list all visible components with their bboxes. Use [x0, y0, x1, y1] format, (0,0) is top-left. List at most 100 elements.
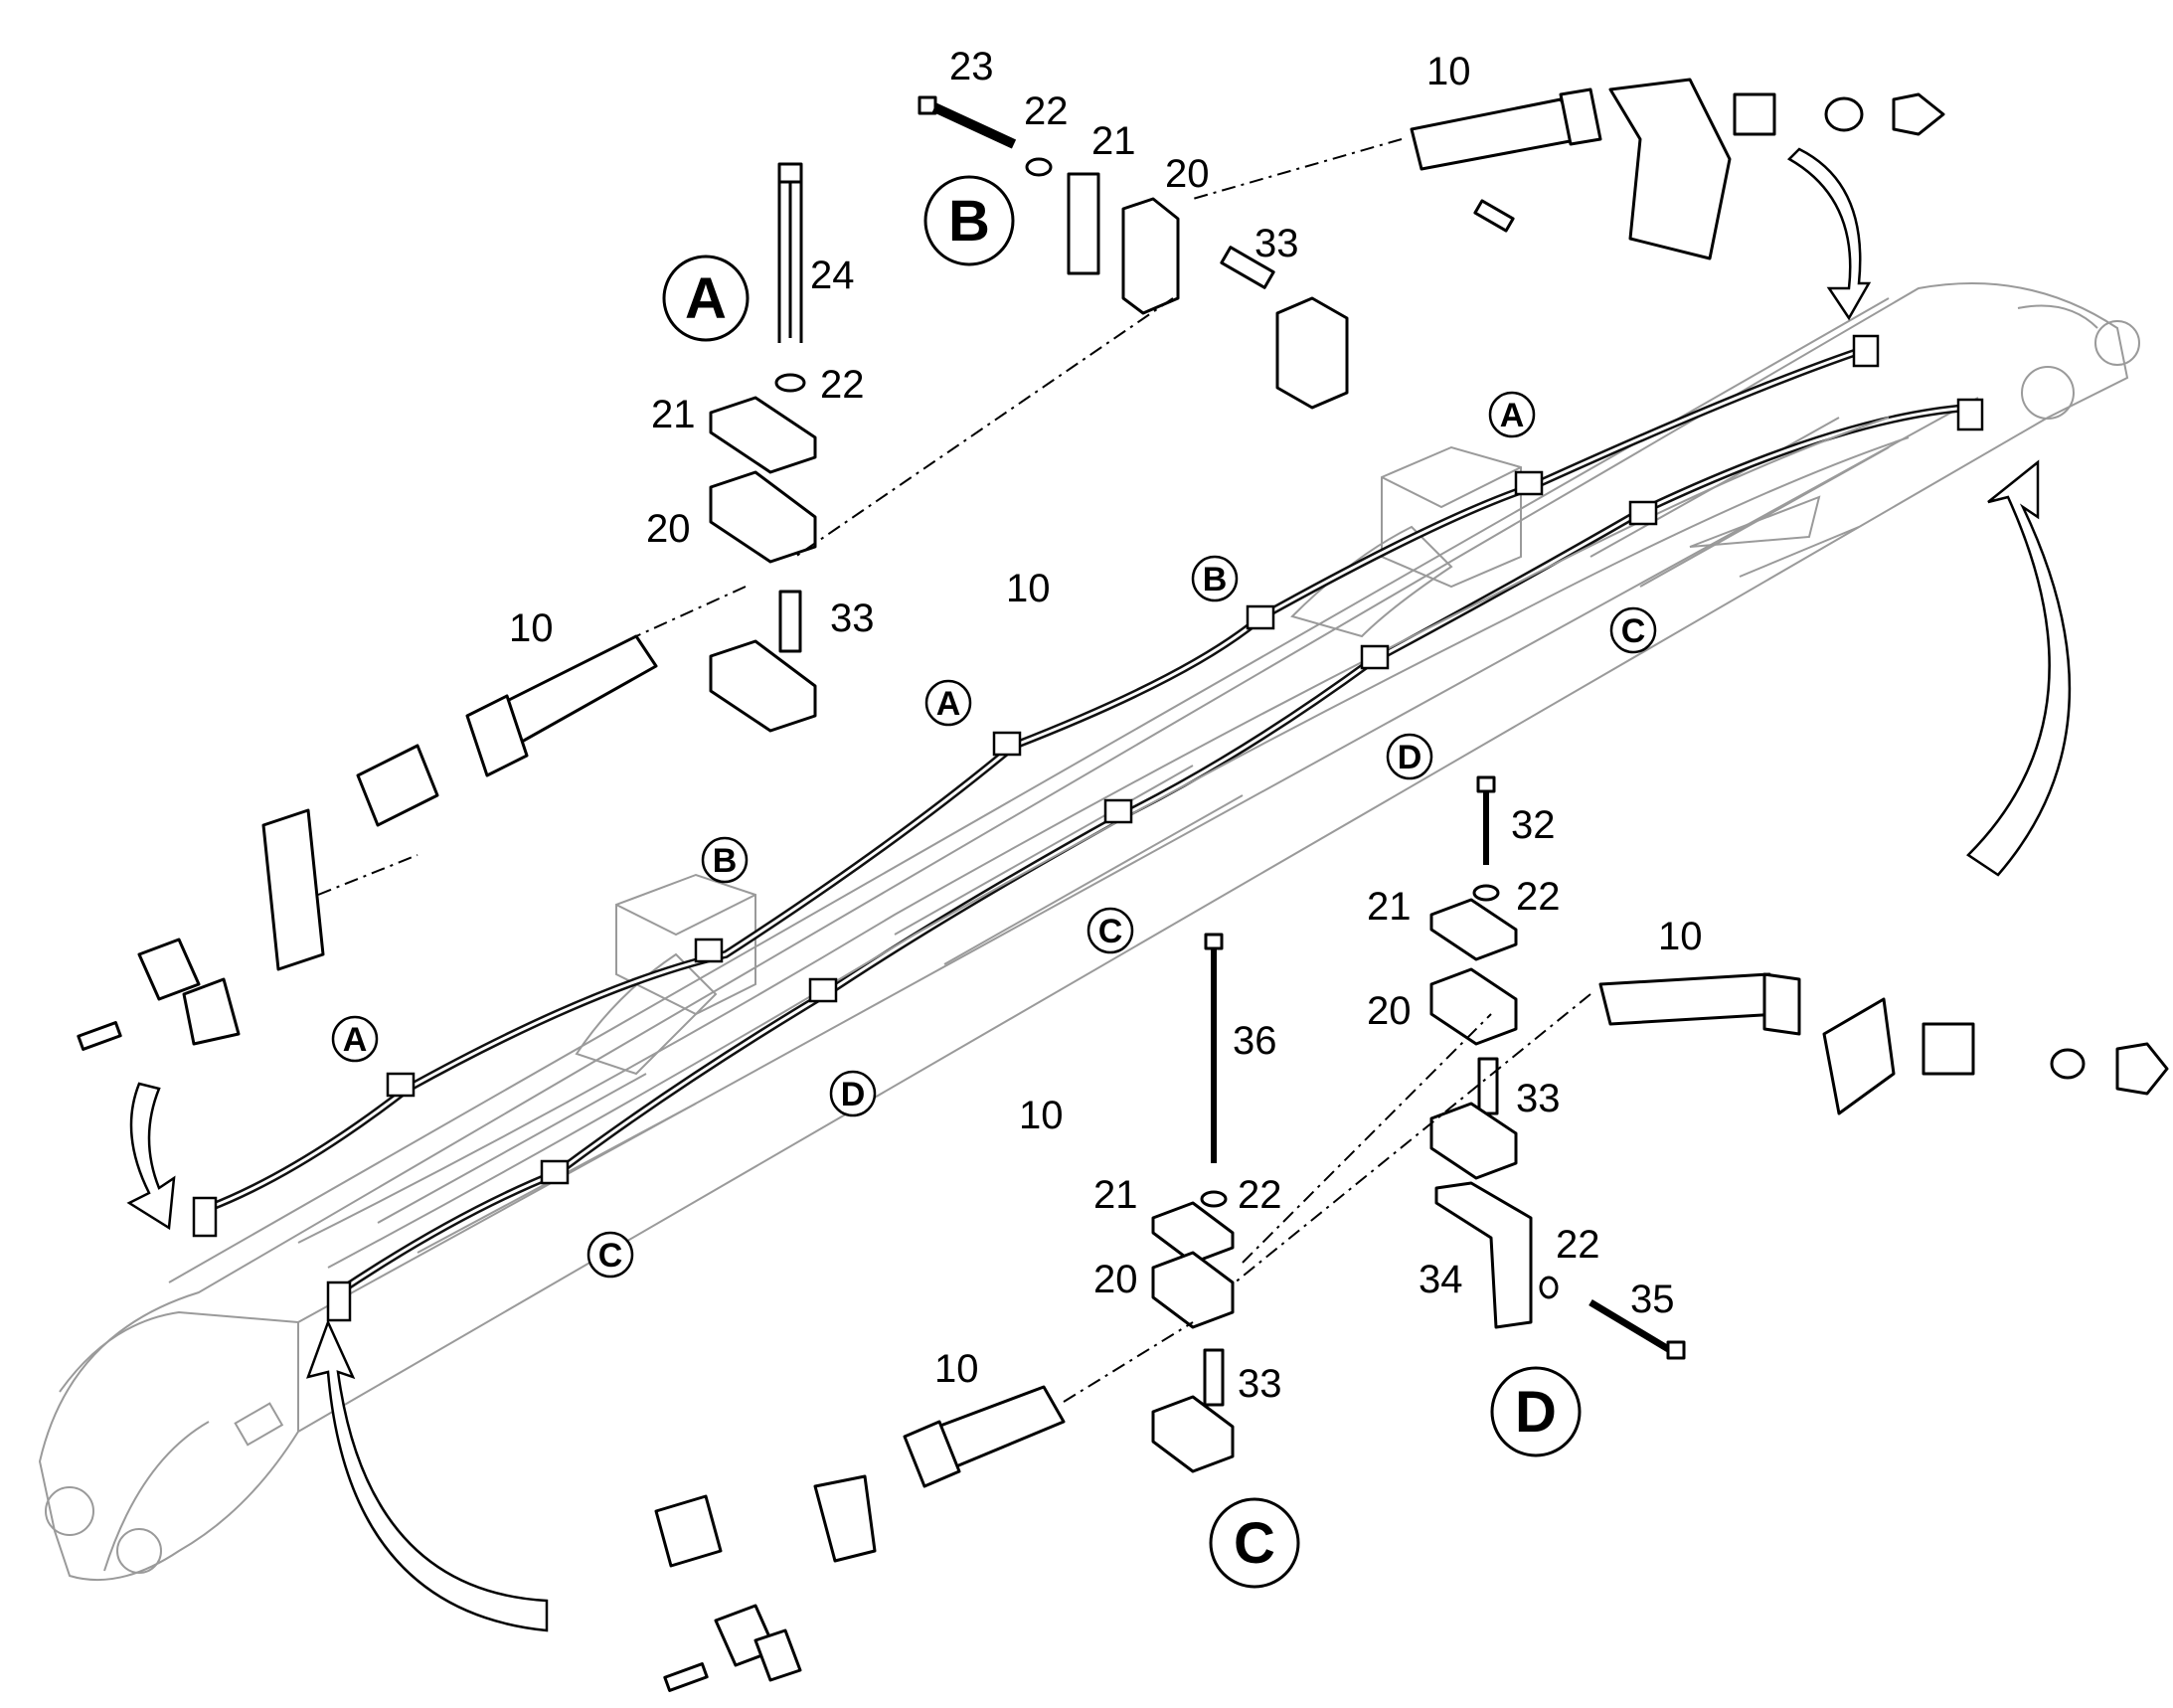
arrow-right-top-icon — [1786, 147, 1872, 321]
part-number-20-A: 20 — [646, 507, 691, 551]
nut-B — [1892, 92, 1945, 136]
part-number-22-B: 22 — [1024, 89, 1069, 133]
bolt-32-head — [1476, 775, 1496, 793]
part-number-21-B: 21 — [1091, 119, 1136, 163]
hose-nut-D — [1762, 972, 1801, 1036]
plate-21-D — [1429, 898, 1518, 961]
washer-22-D — [1472, 884, 1500, 902]
sleeve-33-A — [778, 590, 802, 653]
clamp-lower-D — [1429, 1102, 1518, 1180]
boom-clamps — [192, 334, 1984, 1322]
clamp-20-A — [709, 470, 817, 564]
boom-clamp-A1 — [386, 1072, 416, 1098]
arrow-right-bottom-icon — [1966, 459, 2072, 877]
washer-22-D2 — [1539, 1276, 1559, 1299]
clamp-lower-A — [709, 639, 817, 733]
detail-A — [77, 162, 817, 1051]
part-number-10-mid2: 10 — [1019, 1094, 1064, 1137]
part-number-24-A: 24 — [810, 254, 855, 297]
plate-21-C — [1151, 1201, 1235, 1265]
adapter-D — [1922, 1022, 1975, 1076]
bolt-35-head — [1666, 1340, 1686, 1360]
sleeve-33-D — [1477, 1057, 1499, 1115]
clamp-20-B — [1121, 197, 1180, 315]
screw-C — [663, 1662, 709, 1692]
end-fitting-right-1 — [1852, 334, 1880, 368]
part-number-22-A: 22 — [820, 363, 865, 407]
bracket-D — [1822, 997, 1896, 1115]
part-number-10-right: 10 — [1658, 915, 1703, 958]
part-number-33-A: 33 — [830, 597, 875, 640]
clamp-half-C2 — [753, 1628, 802, 1682]
boom-clamp-B1 — [694, 938, 724, 963]
part-number-10-left: 10 — [509, 606, 554, 650]
plate-21-A — [709, 396, 817, 474]
end-fitting-left-2 — [326, 1281, 352, 1322]
boom-clamp-A3 — [1514, 470, 1544, 496]
boom-label-A1: A — [343, 1021, 368, 1059]
callout-view-C: C — [1234, 1511, 1275, 1576]
washer-22-A — [774, 373, 806, 393]
boom-label-A2: A — [936, 685, 961, 723]
screw-B — [1473, 199, 1515, 233]
boom-label-A3: A — [1500, 397, 1525, 434]
clamp-half-A1 — [137, 938, 201, 1001]
nut-D — [2115, 1042, 2169, 1096]
hose-10-B — [1410, 97, 1583, 171]
bracket-34-D — [1434, 1181, 1533, 1329]
hose-nut-A — [465, 694, 529, 777]
boom-label-C2: C — [1098, 913, 1123, 950]
part-number-21-D: 21 — [1367, 885, 1412, 929]
bracket-C — [813, 1474, 877, 1563]
detail-D — [1222, 775, 2169, 1457]
part-number-34-D: 34 — [1419, 1258, 1463, 1301]
end-fitting-left-1 — [192, 1196, 218, 1238]
boom-label-B1: B — [713, 842, 738, 880]
part-number-32-D: 32 — [1511, 803, 1556, 847]
adapter-A — [356, 744, 439, 827]
bolt-36-head — [1204, 933, 1224, 950]
arrow-left-bottom-icon — [306, 1318, 549, 1632]
part-number-36-C: 36 — [1233, 1019, 1277, 1063]
bolt-24-head — [777, 162, 803, 184]
part-number-33-D: 33 — [1516, 1077, 1561, 1120]
part-number-10-top: 10 — [1426, 50, 1471, 93]
sleeve-33-C — [1203, 1348, 1225, 1407]
part-number-23-B: 23 — [949, 45, 994, 88]
arrow-left-top-icon — [126, 1082, 176, 1231]
boom-clamp-A2 — [992, 731, 1022, 757]
washer-22-B — [1025, 157, 1053, 177]
callout-view-D: D — [1515, 1380, 1557, 1445]
boom-clamp-D1 — [808, 977, 838, 1003]
flow-arrows — [126, 147, 2072, 1632]
boom-label-C1: C — [598, 1237, 623, 1275]
clamp-20-D — [1429, 967, 1518, 1046]
boom-clamp-B2 — [1246, 604, 1275, 630]
boom-label-D1: D — [841, 1076, 866, 1113]
hose-nut-B — [1559, 87, 1602, 146]
part-number-33-C: 33 — [1238, 1362, 1282, 1406]
boom-clamp-C1 — [540, 1159, 570, 1185]
boom-label-D2: D — [1398, 739, 1422, 776]
boom-callout-circles — [331, 391, 1657, 1279]
part-number-10-mid1: 10 — [1006, 567, 1051, 610]
part-number-10-bottom: 10 — [934, 1347, 979, 1391]
boom-structure — [38, 282, 2140, 1582]
callout-view-B: B — [948, 189, 990, 254]
part-number-33-B: 33 — [1254, 222, 1299, 265]
bracket-B — [1608, 78, 1732, 260]
clamp-lower-C — [1151, 1395, 1235, 1473]
bracket-A — [261, 808, 325, 971]
detail-B — [794, 78, 1945, 558]
boom-label-B2: B — [1203, 561, 1228, 598]
part-number-20-D: 20 — [1367, 989, 1412, 1033]
part-number-22-D: 22 — [1516, 875, 1561, 919]
detail-C — [654, 933, 1492, 1692]
part-number-22-C: 22 — [1238, 1173, 1282, 1217]
clamp-half-A2 — [182, 977, 241, 1046]
hose-lines — [205, 344, 1972, 1296]
clamp-20-C — [1151, 1251, 1235, 1329]
boom-clamp-C3 — [1628, 500, 1658, 526]
